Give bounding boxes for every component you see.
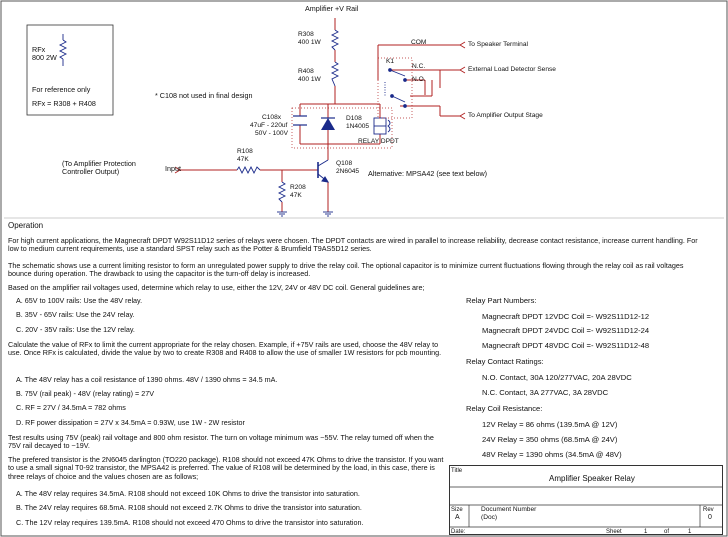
calc-d: D. RF power dissipation = 27V x 34.5mA =… bbox=[16, 418, 245, 427]
r308-resistor bbox=[330, 29, 340, 51]
c108-ref: C108x bbox=[262, 114, 282, 121]
part-heading: Relay Part Numbers: bbox=[466, 296, 537, 305]
r308-ref: R308 bbox=[298, 31, 314, 38]
to-output-label: To Amplifier Output Stage bbox=[468, 112, 543, 119]
rfx-label: RFx bbox=[32, 45, 46, 54]
q108-ref: Q108 bbox=[336, 160, 353, 167]
coil-24v: 24V Relay = 350 ohms (68.5mA @ 24V) bbox=[482, 435, 618, 444]
r208-ref: R208 bbox=[290, 184, 306, 191]
coil-heading: Relay Coil Resistance: bbox=[466, 404, 543, 413]
protection-label-1: (To Amplifier Protection bbox=[62, 159, 136, 168]
guideline-b: B. 35V - 65V rails: Use the 24V relay. bbox=[16, 310, 135, 319]
relay-contacts bbox=[384, 68, 407, 108]
operation-heading: Operation bbox=[8, 221, 44, 230]
com-label: COM bbox=[411, 39, 427, 46]
c108-note: * C108 not used in final design bbox=[155, 91, 253, 100]
size-value: A bbox=[455, 514, 460, 521]
title-block-lines bbox=[449, 486, 723, 528]
ground-symbols bbox=[277, 211, 333, 217]
r408-value: 400 1W bbox=[298, 76, 321, 83]
rfx-value: 800 2W bbox=[32, 53, 57, 62]
rfx-reference-box bbox=[26, 24, 114, 116]
coil-48v: 48V Relay = 1390 ohms (34.5mA @ 48V) bbox=[482, 450, 622, 459]
coil-12v: 12V Relay = 86 ohms (139.5mA @ 12V) bbox=[482, 420, 618, 429]
size-label: Size bbox=[451, 507, 463, 513]
input-label: Input bbox=[165, 164, 181, 173]
r108-value: 47K bbox=[237, 156, 249, 163]
part-24v: Magnecraft DPDT 24VDC Coil =- W92S11D12-… bbox=[482, 326, 650, 335]
to-detector-label: External Load Detector Sense bbox=[468, 66, 556, 73]
r108-resistor bbox=[236, 165, 261, 175]
rfx-resistor-symbol bbox=[58, 34, 68, 66]
r208-value: 47K bbox=[290, 192, 302, 199]
title-block bbox=[449, 465, 723, 535]
paragraph-5: Test results using 75V (peak) rail volta… bbox=[8, 433, 434, 451]
r408-resistor bbox=[330, 61, 340, 87]
guideline-c: C. 20V - 35V rails: Use the 12V relay. bbox=[16, 325, 135, 334]
docnum-value: (Doc) bbox=[481, 514, 498, 521]
calc-b: B. 75V (rail peak) - 48V (relay rating) … bbox=[16, 389, 155, 398]
r408-ref: R408 bbox=[298, 68, 314, 75]
rfx-formula: RFx = R308 + R408 bbox=[32, 99, 96, 108]
wires bbox=[180, 18, 460, 212]
date-label: Date: bbox=[451, 529, 466, 535]
title-value: Amplifier Speaker Relay bbox=[549, 474, 635, 483]
c108-value2: 50V - 100V bbox=[255, 130, 288, 137]
nc-label: N.C. bbox=[412, 63, 426, 70]
r108-ref: R108 bbox=[237, 148, 253, 155]
paragraph-3: Based on the amplifier rail voltages use… bbox=[8, 283, 425, 292]
part-12v: Magnecraft DPDT 12VDC Coil =- W92S11D12-… bbox=[482, 312, 650, 321]
contact-heading: Relay Contact Ratings: bbox=[466, 357, 544, 366]
d108-ref: D108 bbox=[346, 115, 362, 122]
transistor-a: A. The 48V relay requires 34.5mA. R108 s… bbox=[16, 489, 360, 498]
q108-value: 2N6045 bbox=[336, 168, 360, 175]
rev-value: 0 bbox=[708, 514, 712, 521]
relay-outline bbox=[291, 107, 393, 149]
c108-value1: 47uF - 220uf bbox=[250, 122, 288, 129]
q108-transistor bbox=[317, 159, 329, 183]
paragraph-2: The schematic shows use a current limiti… bbox=[8, 261, 684, 279]
title-label: Title bbox=[451, 468, 463, 474]
contact-no: N.O. Contact, 30A 120/277VAC, 20A 28VDC bbox=[482, 373, 632, 382]
docnum-label: Document Number bbox=[481, 506, 537, 513]
relay-coil bbox=[373, 117, 391, 135]
r308-value: 400 1W bbox=[298, 39, 321, 46]
paragraph-6: The prefered transistor is the 2N6045 da… bbox=[8, 455, 444, 481]
part-48v: Magnecraft DPDT 48VDC Coil =- W92S11D12-… bbox=[482, 341, 650, 350]
sheet-label: Sheet bbox=[606, 529, 622, 535]
r208-resistor bbox=[277, 181, 287, 203]
calc-c: C. RF = 27V / 34.5mA = 782 ohms bbox=[16, 403, 126, 412]
of-label: of bbox=[664, 529, 670, 535]
to-speaker-label: To Speaker Terminal bbox=[468, 41, 528, 48]
of-value: 1 bbox=[688, 529, 692, 535]
no-label: N.O. bbox=[412, 76, 426, 83]
rfx-ref-note: For reference only bbox=[32, 85, 91, 94]
rail-label: Amplifier +V Rail bbox=[305, 4, 359, 13]
k1-label: K1 bbox=[386, 58, 395, 65]
guideline-a: A. 65V to 100V rails: Use the 48V relay. bbox=[16, 296, 143, 305]
d108-diode bbox=[321, 117, 335, 130]
c108-capacitor bbox=[293, 115, 307, 126]
relay-contacts-outline bbox=[377, 57, 413, 119]
sheet-value: 1 bbox=[644, 529, 648, 535]
contact-nc: N.C. Contact, 3A 277VAC, 3A 28VDC bbox=[482, 388, 609, 397]
input-arrow bbox=[174, 166, 181, 174]
paragraph-1: For high current applications, the Magne… bbox=[8, 236, 698, 254]
rev-label: Rev bbox=[703, 507, 714, 513]
calc-a: A. The 48V relay has a coil resistance o… bbox=[16, 375, 278, 384]
d108-value: 1N4005 bbox=[346, 123, 370, 130]
terminal-arrows bbox=[459, 41, 466, 120]
paragraph-4: Calculate the value of RFx to limit the … bbox=[8, 340, 442, 358]
transistor-c: C. The 12V relay requires 139.5mA. R108 … bbox=[16, 518, 364, 527]
alternative-note: Alternative: MPSA42 (see text below) bbox=[368, 169, 488, 178]
transistor-b: B. The 24V relay requires 68.5mA. R108 s… bbox=[16, 503, 362, 512]
protection-label-2: Controller Output) bbox=[62, 167, 120, 176]
relay-label: RELAY DPDT bbox=[358, 138, 399, 145]
